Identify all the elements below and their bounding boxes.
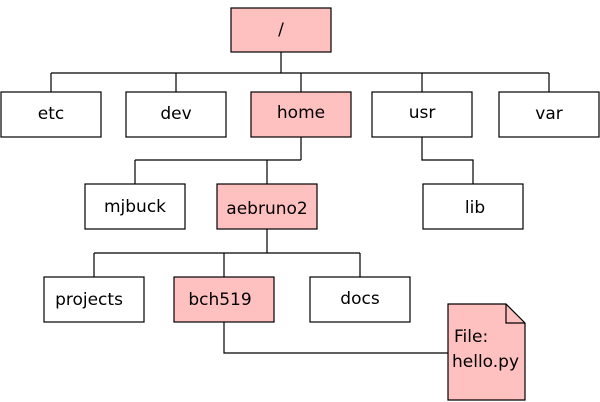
node-bch519-label: bch519 — [188, 290, 251, 310]
edge-root-children — [50, 52, 550, 92]
node-home: home — [250, 91, 352, 138]
node-var-box — [498, 91, 600, 138]
node-etc-box — [0, 91, 102, 138]
node-lib-box — [422, 183, 524, 230]
node-root-box — [230, 7, 332, 53]
node-aebruno2: aebruno2 — [216, 183, 318, 230]
node-root-label: / — [278, 20, 284, 40]
node-var: var — [498, 91, 600, 138]
file-label-line1: File: — [454, 327, 488, 347]
file-node: File: hello.py — [447, 303, 526, 401]
node-mjbuck-label: mjbuck — [104, 197, 166, 217]
node-mjbuck: mjbuck — [84, 183, 186, 230]
node-mjbuck-box — [84, 183, 186, 230]
node-bch519-box — [173, 276, 275, 323]
node-usr-box — [371, 91, 473, 138]
node-root: / — [230, 7, 332, 53]
node-dev-label: dev — [160, 104, 191, 124]
node-aebruno2-label: aebruno2 — [226, 199, 307, 219]
node-docs-label: docs — [340, 289, 380, 309]
node-aebruno2-box — [216, 183, 318, 230]
node-projects: projects — [43, 276, 145, 323]
edge-home-children — [134, 137, 302, 184]
connectors — [50, 52, 550, 354]
edge-bch519-file — [223, 322, 448, 354]
node-bch519: bch519 — [173, 276, 275, 323]
node-home-box — [250, 91, 352, 138]
node-usr-label: usr — [409, 103, 436, 123]
node-dev: dev — [125, 91, 227, 138]
edge-aebruno2-children — [93, 229, 361, 277]
file-document-icon — [447, 303, 526, 401]
edge-usr-lib — [421, 137, 474, 184]
file-label-line2: hello.py — [452, 352, 519, 372]
node-home-label: home — [277, 103, 325, 123]
node-projects-label: projects — [55, 290, 123, 310]
node-usr: usr — [371, 91, 473, 138]
node-lib: lib — [422, 183, 524, 230]
file-page-fold — [505, 304, 525, 324]
node-etc: etc — [0, 91, 102, 138]
node-lib-label: lib — [465, 198, 485, 218]
node-var-label: var — [535, 104, 562, 124]
node-docs: docs — [309, 276, 411, 323]
node-projects-box — [43, 276, 145, 323]
node-dev-box — [125, 91, 227, 138]
node-docs-box — [309, 276, 411, 323]
node-etc-label: etc — [38, 104, 64, 124]
